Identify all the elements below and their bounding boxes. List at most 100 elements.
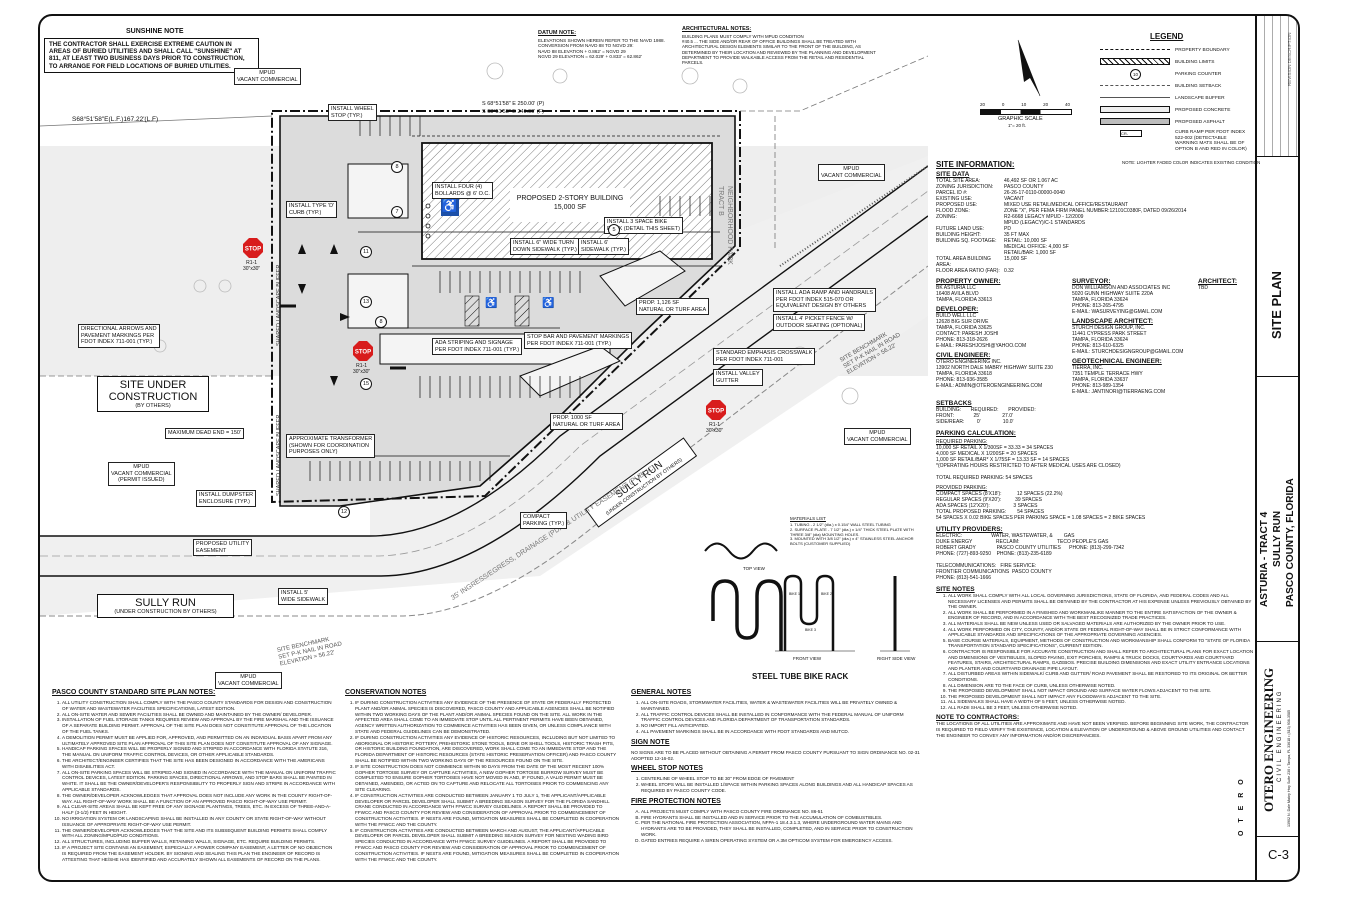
mpud-label: MPUD VACANT COMMERCIAL	[215, 672, 282, 689]
callout-crosswalk: STANDARD EMPHASIS CROSSWALK PER FDOT IND…	[713, 348, 816, 365]
civil-title: CIVIL ENGINEER:	[936, 352, 991, 359]
site-data-row: ZONING:R2-6668 LEGACY MPUD - 12/2009	[936, 214, 1254, 220]
callout-ada-ramp: INSTALL ADA RAMP AND HANDRAILS PER FDOT …	[773, 288, 877, 312]
bearing-label: S 68°51'58" E 250.00' (P)	[482, 101, 545, 107]
sign-note: NO SIGNS ARE TO BE PLACED WITHOUT OBTAIN…	[631, 749, 920, 761]
setbacks-text: BUILDING: REQUIRED: PROVIDED: FRONT: 25'…	[936, 407, 1036, 425]
site-data-key: FUTURE LAND USE:	[936, 226, 985, 232]
top-view-label: TOP VIEW	[743, 566, 765, 571]
scale-tick: 40	[1064, 102, 1070, 107]
site-data-key: ZONING JURISDICTION:	[936, 184, 994, 190]
project-sub: SULLY RUN	[1272, 510, 1283, 567]
site-data-value: VACANT	[1004, 196, 1024, 202]
revision-block: REVISION DESCRIPTION	[1257, 16, 1298, 156]
site-data-value: RETAIL/BAR: 1,000 SF	[1004, 250, 1056, 256]
site-data-row: BUILDING SQ. FOOTAGE:RETAIL: 10,000 SF	[936, 238, 1254, 244]
note-item: THE OWNER/DEVELOPER ACKNOWLEDGES THAT AP…	[62, 793, 337, 805]
stop-sign-text: STOP	[245, 247, 261, 253]
site-data-row: PARCEL ID #: 26-26-17-0110-00000-0040	[936, 190, 1254, 196]
bearing-label: S68°51'58"E(L.F.)167.22'(L.F)	[72, 116, 159, 123]
site-data-key: BUILDING HEIGHT:	[936, 232, 981, 238]
site-data-row: RETAIL/BAR: 1,000 SF	[936, 250, 1254, 256]
note-item: BASE COURSE MATERIALS, EQUIPMENT, METHOD…	[948, 638, 1254, 649]
stop-sign-label: R1-1 30"x30"	[243, 260, 261, 272]
site-under-construction: SITE UNDER CONSTRUCTION	[108, 379, 198, 403]
legend-symbol	[1100, 118, 1175, 126]
site-under-construction-box: SITE UNDER CONSTRUCTION (BY OTHERS)	[97, 376, 209, 412]
geo-title: GEOTECHNICAL ENGINEER:	[1072, 358, 1162, 365]
callout-wheel-stop: INSTALL WHEEL STOP (TYP.)	[328, 104, 377, 121]
materials-list: 1. TUBING - 2 1/2" (dia.) x 0.154" WALL …	[790, 522, 914, 547]
note-item: GATED ENTRIES REQUIRE A SIREN OPERATING …	[641, 838, 921, 844]
pasco-notes: PASCO COUNTY STANDARD SITE PLAN NOTES: A…	[52, 689, 337, 862]
sully-run-box: SULLY RUN (UNDER CONSTRUCTION BY OTHERS)	[97, 594, 234, 618]
project-county: PASCO COUNTY, FLORIDA	[1285, 478, 1296, 607]
stop-sign-text: STOP	[355, 350, 371, 356]
note-item: HANDICAP PARKING SPACES WILL BE PROPERLY…	[62, 746, 337, 758]
note-item: ALL RADII SHALL BE 3 FEET, UNLESS OTHERW…	[948, 705, 1254, 711]
parking-counter: 15	[360, 378, 372, 390]
pasco-notes-list: ALL UTILITY CONSTRUCTION SHALL COMPLY WI…	[52, 700, 337, 862]
callout-utility-easement: PROPOSED UTILITY EASEMENT	[193, 539, 253, 556]
sheet-number-cell: C-3	[1257, 836, 1298, 880]
site-data-key: EXISTING USE:	[936, 196, 973, 202]
site-data-value: 35 FT MAX	[1004, 232, 1030, 238]
firm-logo-letters: O T E R O	[1238, 776, 1245, 836]
note-item: NO IMPORT FILL ANTICIPATED.	[641, 723, 921, 729]
site-data-row: ZONING JURISDICTION:PASCO COUNTY	[936, 184, 1254, 190]
note-item: PER THE NATIONAL FIRE PROTECTION ASSOCIA…	[641, 820, 921, 837]
callout-stop-bar: STOP BAR AND PAVEMENT MARKINGS PER FDOT …	[524, 332, 633, 349]
site-data-row: PROPOSED USE:MIXED USE RETAIL/MEDICAL OF…	[936, 202, 1254, 208]
note-item: ALL CLEAR-SITE AREAS SHALL BE KEPT FREE …	[62, 804, 337, 816]
setbacks-title: SETBACKS	[936, 400, 972, 407]
note-item: NO IRRIGATION SYSTEM OR LANDSCAPING SHAL…	[62, 816, 337, 828]
site-data-key: BUILDING SQ. FOOTAGE:	[936, 238, 997, 244]
architect-title: ARCHITECT:	[1198, 278, 1237, 285]
scale-tick: 20	[980, 102, 986, 107]
landscape-title: LANDSCAPE ARCHITECT:	[1072, 318, 1154, 325]
parking-counter: 5	[608, 224, 620, 236]
front-view-label: FRONT VIEW	[793, 656, 822, 661]
note-item: A DEMOLITION PERMIT MUST BE APPLIED FOR,…	[62, 735, 337, 747]
note-item: IF DURING CONSTRUCTION ACTIVITIES ANY EV…	[355, 700, 620, 735]
site-data-value: R2-6668 LEGACY MPUD - 12/2009	[1004, 214, 1084, 220]
site-data-key: TOTAL SITE AREA:	[936, 178, 981, 184]
note-item: ALL WORK SHALL BE PERFORMED IN A FINISHE…	[948, 610, 1254, 621]
legend-text: CURB RAMP PER FDOT INDEX 522-002 (DETECT…	[1175, 130, 1247, 152]
bike-rack-drawing	[704, 542, 910, 652]
shared-buffer-label: SHARED LANDSCAPE BUFFER	[276, 264, 282, 346]
materials-title: MATERIALS LIST	[790, 516, 826, 521]
callout-picket-fence: INSTALL 4' PICKET FENCE W/ OUTDOOR SEATI…	[773, 314, 866, 331]
site-data-value: 26-26-17-0110-00000-0040	[1004, 190, 1065, 196]
site-information: SITE INFORMATION: SITE DATA TOTAL SITE A…	[936, 161, 1254, 738]
site-data-key: FLOOR AREA RATIO (FAR):	[936, 268, 1000, 274]
sheet-number: C-3	[1268, 847, 1289, 862]
site-under-construction-sub: (BY OTHERS)	[135, 403, 171, 409]
bearing-label: S 68°51'58" E 249.99' (F)	[482, 109, 544, 115]
legend-note: NOTE: LIGHTER FADED COLOR INDICATES EXIS…	[1122, 160, 1261, 165]
site-data-row: EXISTING USE: VACANT	[936, 196, 1254, 202]
owner-text: BK ASTURIA LLC 16408 AVILA BLVD TAMPA, F…	[936, 285, 992, 303]
parking-counter: 12	[338, 506, 350, 518]
site-data-key: TOTAL AREA BUILDING AREA:	[936, 256, 991, 268]
mpud-label: MPUD VACANT COMMERCIAL	[844, 428, 911, 445]
note-item: ALL WORK PERFORMED ON CITY, COUNTY, AND/…	[948, 627, 1254, 638]
sunshine-note-title: SUNSHINE NOTE	[126, 28, 184, 35]
provided-parking-title: PROVIDED PARKING:	[936, 485, 988, 491]
sunshine-note: THE CONTRACTOR SHALL EXERCISE EXTREME CA…	[44, 38, 259, 73]
legend-row: BUILDING LIMITS	[1100, 58, 1250, 66]
parking-counter: 8	[391, 161, 403, 173]
mpud-label-permit: MPUD VACANT COMMERCIAL (PERMIT ISSUED)	[108, 462, 175, 486]
site-notes-title: SITE NOTES	[936, 586, 975, 593]
stop-sign-icon: STOP	[706, 400, 726, 420]
directional-arrows	[298, 244, 350, 386]
surveyor-block: SURVEYOR: DON WILLIAMSON AND ASSOCIATES …	[1072, 278, 1192, 395]
note-item: ALL STRUCTURES, INCLUDING BUFFER WALLS, …	[62, 839, 337, 845]
bike-slot-label: BIKE 3	[805, 628, 816, 632]
site-data-key: FLOOD ZONE:	[936, 208, 970, 214]
shared-buffer-label: SHARED LANDSCAPE BUFFER	[276, 414, 282, 496]
site-data-key: PARCEL ID #:	[936, 190, 968, 196]
legend-title: LEGEND	[1150, 32, 1184, 41]
note-item: IF SITE CONSTRUCTION DOES NOT COMMENCE W…	[355, 764, 620, 793]
